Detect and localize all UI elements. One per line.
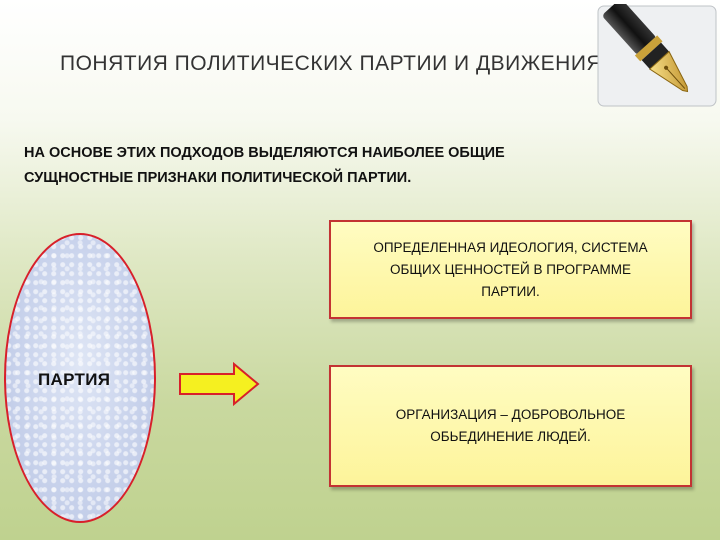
right-arrow-icon: [179, 362, 260, 406]
subtitle: НА ОСНОВЕ ЭТИХ ПОДХОДОВ ВЫДЕЛЯЮТСЯ НАИБО…: [24, 141, 664, 191]
feature-box-organization: ОРГАНИЗАЦИЯ – ДОБРОВОЛЬНОЕ ОБЬЕДИНЕНИЕ Л…: [329, 365, 692, 487]
box1-line-1: ОПРЕДЕЛЕННАЯ ИДЕОЛОГИЯ, СИСТЕМА: [373, 239, 648, 255]
box2-line-2: ОБЬЕДИНЕНИЕ ЛЮДЕЙ.: [430, 429, 591, 444]
feature-box-ideology: ОПРЕДЕЛЕННАЯ ИДЕОЛОГИЯ, СИСТЕМА ОБЩИХ ЦЕ…: [329, 220, 692, 319]
slide-title: ПОНЯТИЯ ПОЛИТИЧЕСКИХ ПАРТИИ И ДВИЖЕНИЯ.: [60, 52, 609, 75]
party-oval: [4, 233, 156, 523]
party-label: ПАРТИЯ: [38, 370, 111, 389]
box1-line-3: ПАРТИИ.: [481, 283, 540, 299]
subtitle-line-1: НА ОСНОВЕ ЭТИХ ПОДХОДОВ ВЫДЕЛЯЮТСЯ НАИБО…: [24, 145, 505, 161]
box1-line-2: ОБЩИХ ЦЕННОСТЕЙ В ПРОГРАММЕ: [389, 261, 632, 277]
subtitle-line-2: СУЩНОСТНЫЕ ПРИЗНАКИ ПОЛИТИЧЕСКОЙ ПАРТИИ.: [24, 170, 412, 186]
fountain-pen-icon: [597, 4, 717, 107]
box2-line-1: ОРГАНИЗАЦИЯ – ДОБРОВОЛЬНОЕ: [395, 407, 626, 422]
